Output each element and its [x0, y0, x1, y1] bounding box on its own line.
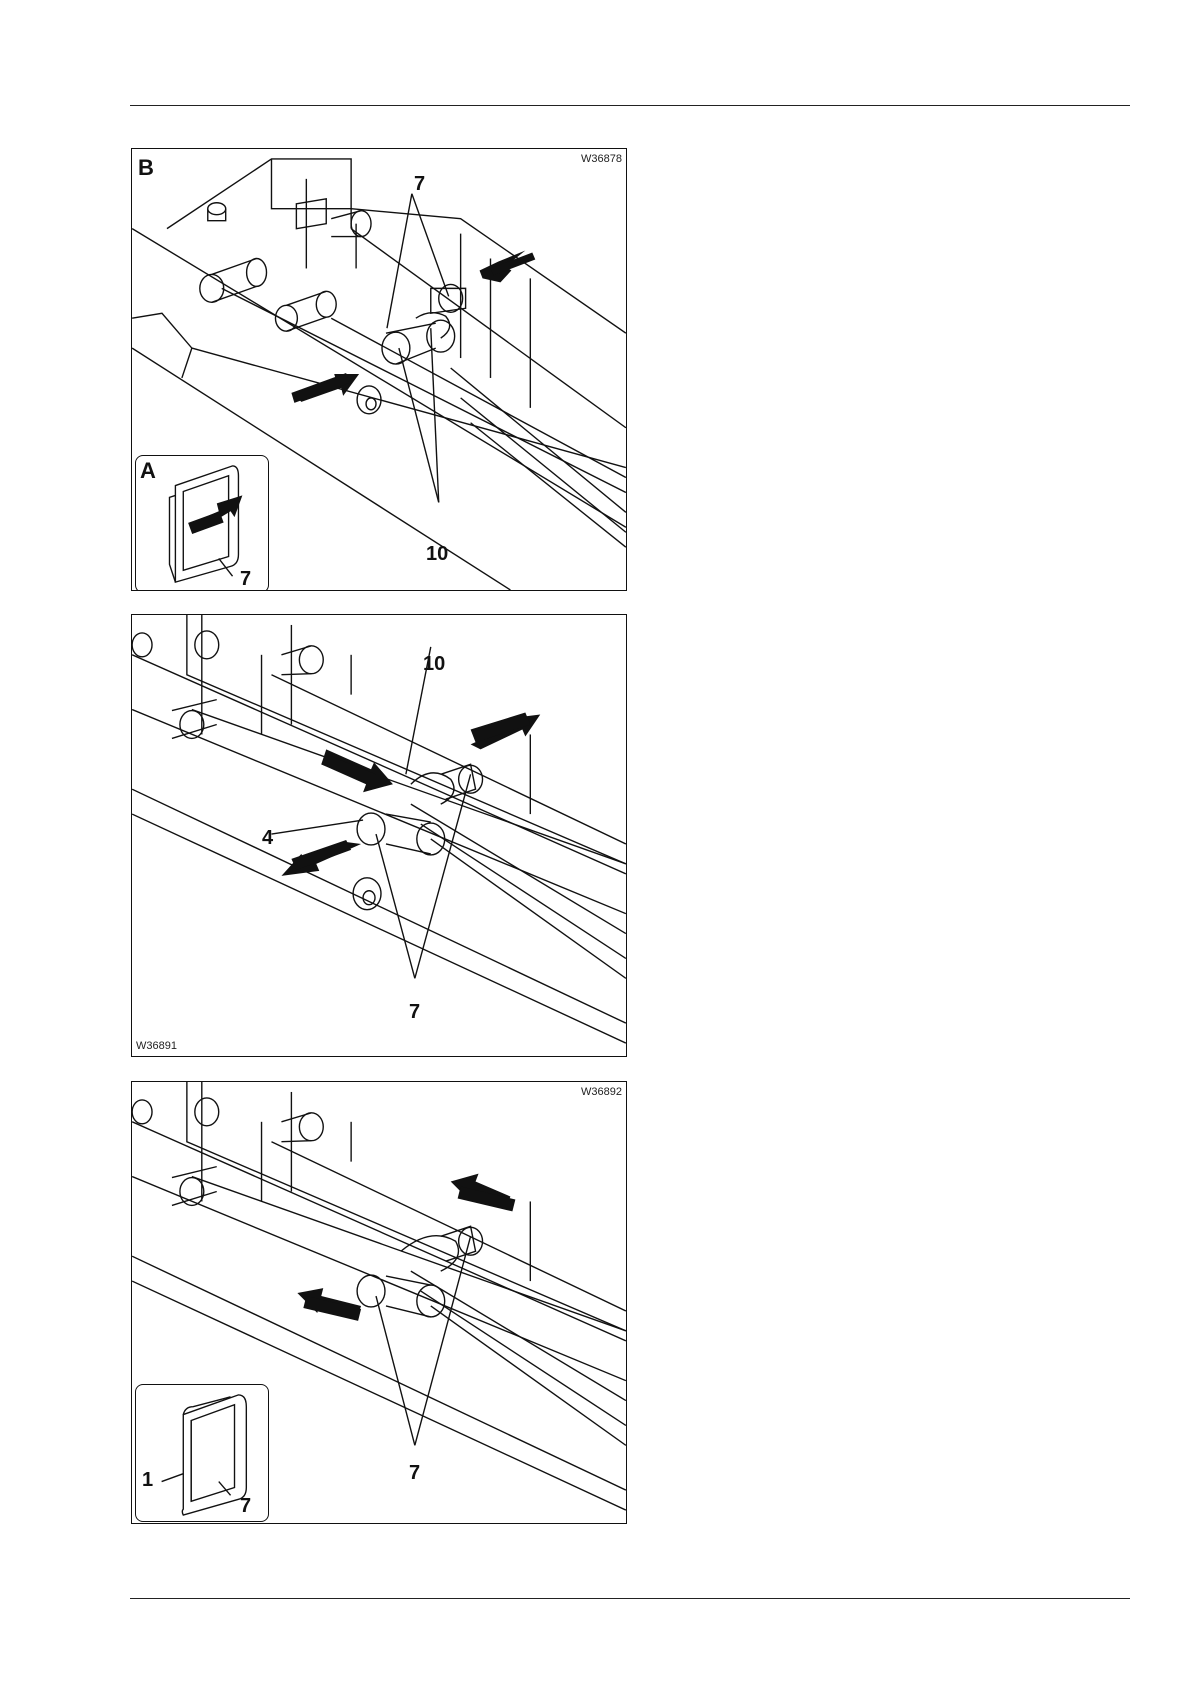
figure-w36892: W36892 7 1 7 — [131, 1081, 627, 1524]
inset-view-label: A — [140, 458, 156, 484]
figure-code: W36892 — [581, 1086, 622, 1098]
callout-7: 7 — [409, 1001, 420, 1024]
inset-callout-1: 1 — [142, 1469, 153, 1492]
figure-w36891: 10 4 7 W36891 — [131, 614, 627, 1057]
leader-lines — [376, 1236, 471, 1445]
direction-arrow-icon — [291, 840, 351, 870]
callout-7: 7 — [414, 173, 425, 196]
callout-10: 10 — [423, 653, 445, 676]
callout-4: 4 — [262, 827, 273, 850]
inset-callout-7: 7 — [240, 568, 251, 591]
figure-w36891-drawing — [132, 615, 626, 1056]
detail-inset-a: A 7 — [135, 455, 269, 591]
figure-code: W36891 — [136, 1040, 177, 1052]
inset-callout-7: 7 — [240, 1495, 251, 1518]
figure-code: W36878 — [581, 153, 622, 165]
detail-inset: 1 7 — [135, 1384, 269, 1522]
leader-lines — [387, 194, 449, 503]
footer-rule — [130, 1598, 1130, 1599]
view-label: B — [138, 155, 154, 181]
callout-7: 7 — [409, 1462, 420, 1485]
header-rule — [130, 105, 1130, 106]
callout-10: 10 — [426, 543, 448, 566]
figure-w36878: W36878 B 7 10 A 7 — [131, 148, 627, 591]
